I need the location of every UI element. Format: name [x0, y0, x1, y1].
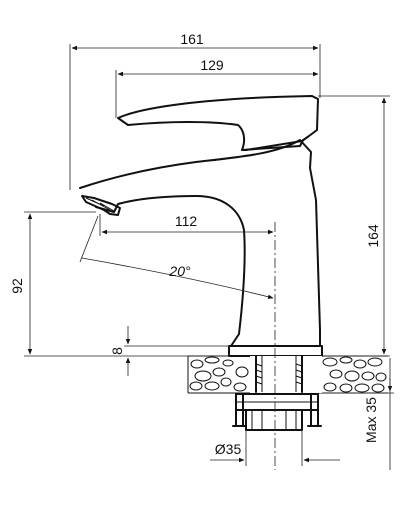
handle-lever [117, 95, 319, 151]
dim-spout-height-label: 92 [9, 278, 25, 294]
dim-max-deck: Max 35 [322, 358, 394, 470]
dim-angle: 20° [79, 215, 274, 299]
locking-nut [245, 409, 303, 431]
dim-spout-height: 92 [9, 211, 230, 357]
mounting-hardware [232, 355, 322, 431]
dim-spout-reach: 112 [99, 213, 274, 236]
dim-max-deck-label: Max 35 [363, 397, 379, 443]
countertop [187, 355, 388, 394]
dim-overall-height-label: 164 [365, 224, 381, 248]
dim-base-height-label: 8 [109, 347, 125, 355]
faucet-body [79, 139, 321, 347]
dim-spout-reach-label: 112 [175, 213, 198, 229]
dim-thread-diameter-label: Ø35 [215, 441, 242, 457]
dim-handle-length: 129 [115, 57, 319, 118]
dim-thread-diameter: Ø35 [210, 430, 340, 466]
aerator [81, 195, 121, 216]
base-ring [228, 345, 323, 357]
stud-right [307, 393, 322, 427]
dim-angle-label: 20° [168, 263, 191, 279]
dim-overall-width: 161 [69, 31, 321, 190]
dim-overall-height: 164 [318, 95, 390, 357]
dim-base-height: 8 [109, 326, 230, 376]
faucet-outline [79, 95, 323, 357]
dim-handle-length-label: 129 [200, 57, 224, 73]
stud-left [232, 393, 247, 427]
dim-overall-width-label: 161 [180, 31, 204, 47]
